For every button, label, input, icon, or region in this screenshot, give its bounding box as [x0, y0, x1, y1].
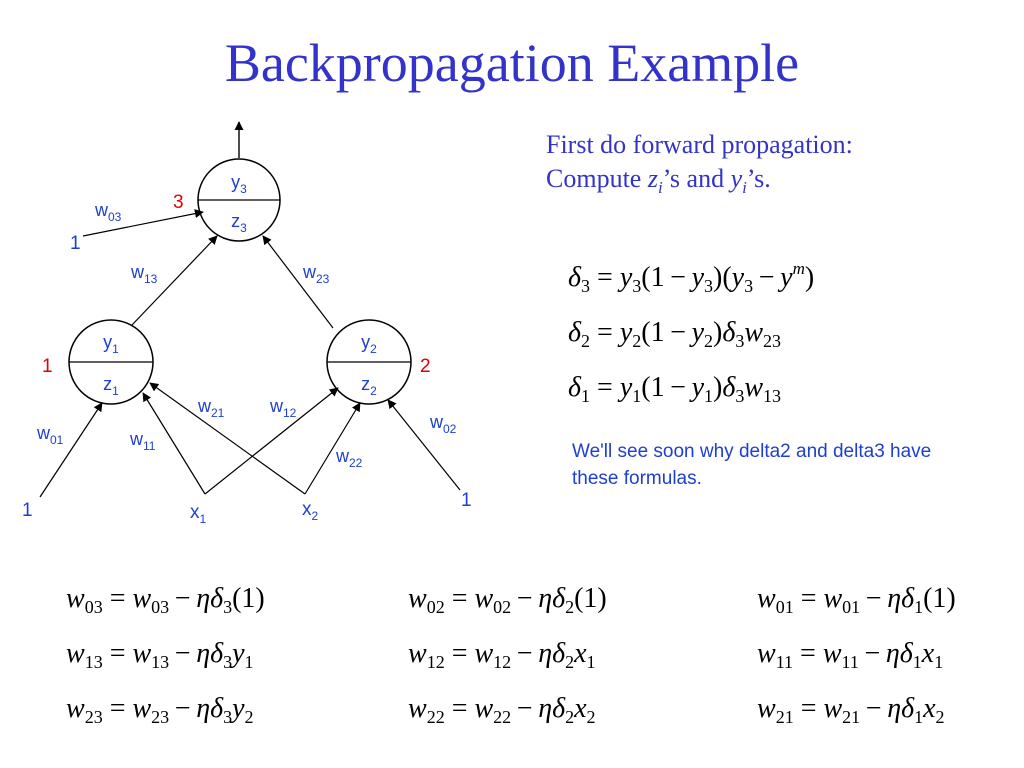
node-3: y3 z3	[197, 158, 281, 242]
weight-label-w01: w01	[36, 423, 64, 447]
bias-label-w01: 1	[22, 500, 33, 521]
delta-eq-1: δ1 = y1(1 − y1)δ3w13	[568, 372, 782, 406]
update-eq-w03: w03 = w03 − ηδ3(1)	[66, 583, 265, 617]
node-1: y1 z1	[68, 319, 154, 405]
update-eq-w11: w11 = w11 − ηδ1x1	[757, 638, 944, 672]
edge-w12	[204, 387, 339, 495]
update-eq-w01: w01 = w01 − ηδ1(1)	[757, 583, 956, 617]
intro-line-1: First do forward propagation:	[546, 130, 853, 159]
node-3-id: 3	[173, 192, 184, 213]
delta-eq-2: δ2 = y2(1 − y2)δ3w23	[568, 317, 782, 351]
node-1-y: y1	[103, 332, 119, 356]
update-eq-w22: w22 = w22 − ηδ2x2	[408, 693, 596, 727]
update-eq-w13: w13 = w13 − ηδ3y1	[66, 638, 254, 672]
node-3-z: z3	[231, 211, 247, 235]
node-2-id: 2	[420, 356, 431, 377]
input-x2: x2	[302, 499, 319, 523]
weight-label-w22: w22	[335, 446, 363, 470]
update-eq-w23: w23 = w23 − ηδ3y2	[66, 693, 254, 727]
node-3-y: y3	[231, 172, 247, 196]
edge-w22	[304, 402, 361, 495]
edge-w23	[262, 235, 334, 329]
update-eq-w21: w21 = w21 − ηδ1x2	[757, 693, 945, 727]
edge-w13	[131, 235, 218, 326]
weight-label-w02: w02	[429, 412, 457, 436]
bias-label-w02: 1	[461, 490, 472, 511]
node-2-z: z2	[361, 374, 377, 398]
weight-label-w23: w23	[302, 262, 330, 286]
weight-label-w12: w12	[269, 396, 297, 420]
delta-eq-3: δ3 = y3(1 − y3)(y3 − ym)	[568, 259, 815, 296]
intro-text: First do forward propagation: Compute zi…	[546, 128, 853, 205]
update-eq-w12: w12 = w12 − ηδ2x1	[408, 638, 596, 672]
node-1-id: 1	[42, 356, 53, 377]
weight-label-w11: w11	[129, 429, 156, 453]
input-x1: x1	[190, 502, 207, 526]
note-text: We'll see soon why delta2 and delta3 hav…	[572, 441, 932, 489]
weight-label-w13: w13	[130, 262, 158, 286]
node-2-y: y2	[361, 332, 377, 356]
edge-w01	[39, 402, 103, 498]
page-title: Backpropagation Example	[224, 33, 800, 93]
intro-line-2: Compute zi’s and yi’s.	[546, 164, 771, 198]
edge-w21	[149, 382, 306, 495]
edge-w03	[82, 209, 204, 237]
node-1-z: z1	[103, 374, 119, 398]
edge-w11	[142, 392, 206, 495]
weight-label-w21: w21	[197, 396, 225, 420]
update-eq-w02: w02 = w02 − ηδ2(1)	[408, 583, 607, 617]
bias-label-w03: 1	[70, 233, 81, 254]
node-2: y2 z2	[326, 319, 412, 405]
weight-label-w03: w03	[94, 200, 122, 224]
edge-w02	[387, 399, 461, 491]
